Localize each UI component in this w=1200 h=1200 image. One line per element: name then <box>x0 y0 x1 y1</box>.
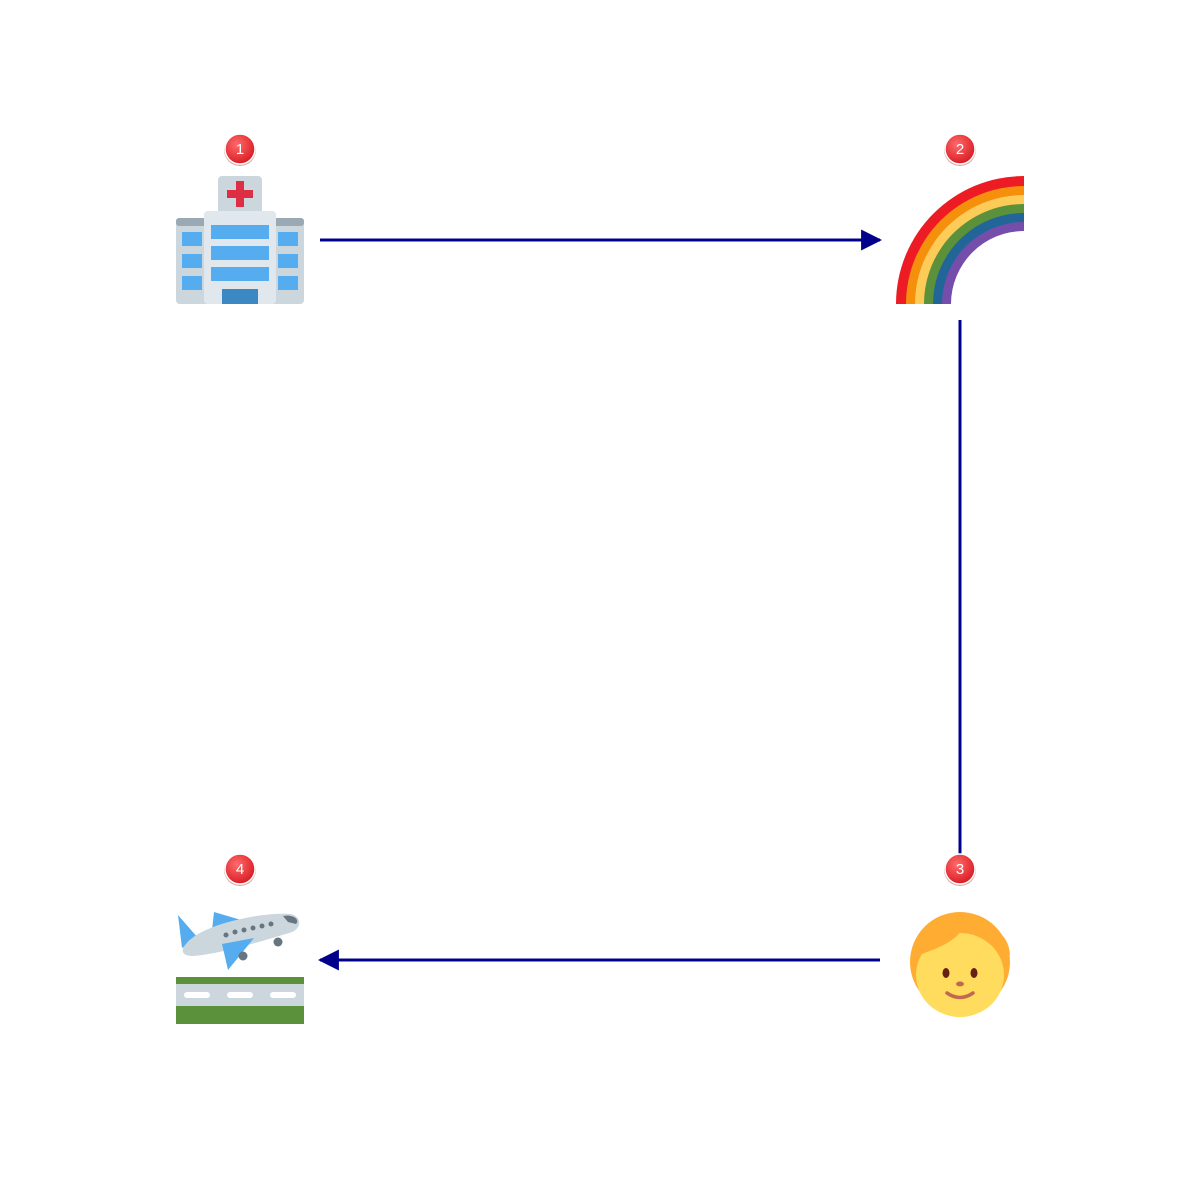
node-1-badge-label: 1 <box>236 141 244 158</box>
rainbow-icon <box>896 176 1024 304</box>
node-3: 3 <box>910 853 1010 1017</box>
node-2-badge: 2 <box>944 133 976 166</box>
node-4: 4 <box>176 853 304 1024</box>
node-3-badge-label: 3 <box>956 861 964 878</box>
node-4-badge-label: 4 <box>236 861 244 878</box>
hospital-icon <box>176 176 304 304</box>
node-1: 1 <box>176 133 304 304</box>
node-1-badge: 1 <box>224 133 256 166</box>
airplane-departure-icon <box>176 912 304 1024</box>
child-face-icon <box>910 912 1010 1017</box>
node-3-badge: 3 <box>944 853 976 886</box>
node-4-badge: 4 <box>224 853 256 886</box>
node-2-badge-label: 2 <box>956 141 964 158</box>
node-2: 2 <box>896 133 1024 304</box>
